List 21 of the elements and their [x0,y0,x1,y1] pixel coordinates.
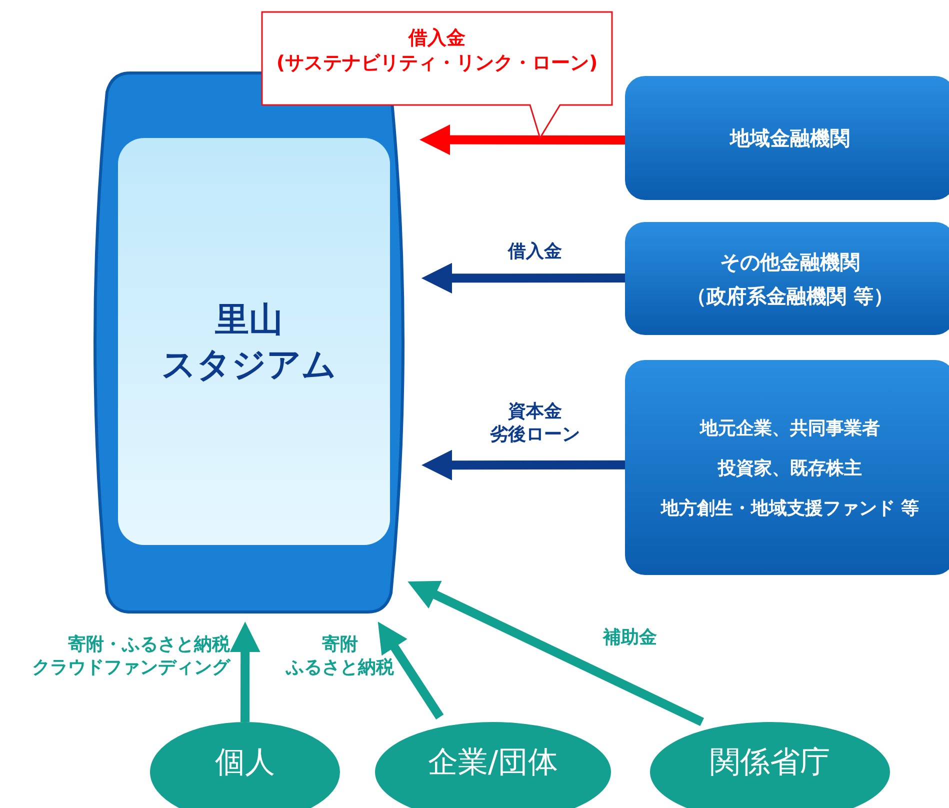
edge-label: 借入金 [506,240,563,264]
node-text: 投資家、既存株主 [718,456,862,480]
edge-label: 寄附ふるさと納税 [284,633,395,680]
node-text: 関係省庁 [710,744,830,782]
edge-label: 補助金 [602,626,658,650]
arrow [421,262,625,294]
node-text: 企業/団体 [428,744,558,782]
node-text: 里山スタジアム [162,299,336,386]
edge-label: 借入金(サステナビリティ・リンク・ローン) [275,26,599,76]
node-text: その他金融機関（政府系金融機関 等） [686,248,894,310]
edge-label: 寄附・ふるさと納税クラウドファンディング [31,633,230,680]
arrow [421,450,625,480]
arrow [408,580,704,726]
node-text: 地域金融機関 [730,125,850,152]
arrow [420,124,626,156]
arrow [378,622,444,720]
node-text: 個人 [215,744,275,782]
node-text: 地元企業、共同事業者 [700,416,880,440]
edge-label: 資本金劣後ローン [489,400,581,447]
arrow [230,622,260,722]
node-text: 地方創生・地域支援ファンド 等 [660,496,920,520]
